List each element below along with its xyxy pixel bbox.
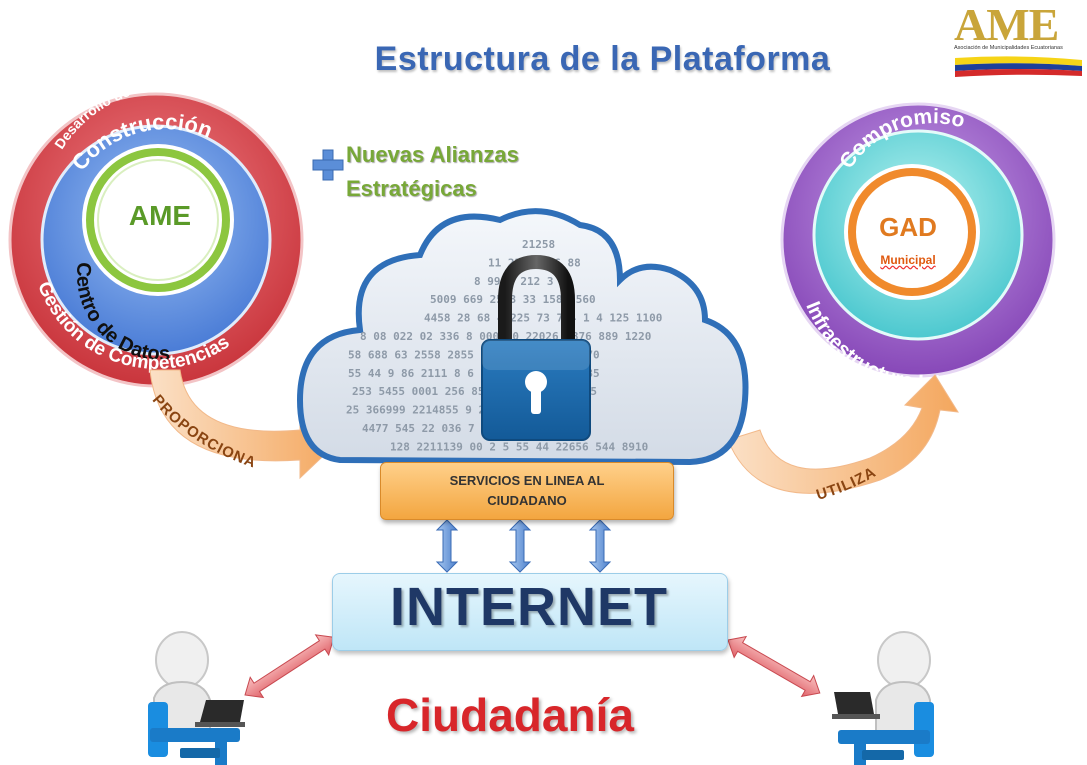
ame-logo: AME Asociación de Municipalidades Ecuato… bbox=[950, 0, 1087, 82]
flag-stripes-icon bbox=[955, 56, 1082, 77]
alianzas-line-2: Estratégicas bbox=[346, 176, 477, 201]
double-arrow-icon-3 bbox=[588, 519, 612, 573]
alianzas-text: Nuevas Alianzas Estratégicas bbox=[346, 138, 519, 206]
cloud-shape bbox=[296, 208, 749, 466]
cloud-number-row: 21258 bbox=[522, 238, 555, 251]
user-laptop-icon-right bbox=[832, 631, 934, 765]
double-arrow-icon-2 bbox=[508, 519, 532, 573]
padlock-icon bbox=[481, 254, 591, 441]
page-title: Estructura de la Plataforma bbox=[374, 40, 831, 78]
utiliza-arrow bbox=[727, 374, 959, 494]
cloud-number-row: 4458 28 68 4 225 73 744 1 4 125 1100 bbox=[424, 312, 662, 325]
user-laptop-icon-left bbox=[148, 631, 245, 765]
ame-center-label: AME bbox=[128, 200, 192, 231]
cloud-number-row: 5009 669 2548 33 1585 560 bbox=[430, 293, 596, 306]
plus-icon bbox=[312, 149, 344, 181]
cloud-number-row: 128 2211139 00 2 5 55 44 22656 544 8910 bbox=[390, 440, 648, 453]
left-circle bbox=[8, 92, 304, 388]
double-arrow-icon-1 bbox=[435, 519, 459, 573]
double-arrow-icon-right-user bbox=[727, 635, 821, 698]
gad-subtitle: Municipal bbox=[880, 253, 936, 267]
internet-box bbox=[332, 573, 728, 651]
gad-center-label: GAD bbox=[879, 212, 937, 242]
right-circle bbox=[780, 102, 1056, 378]
ciudadania-label: Ciudadanía bbox=[386, 689, 634, 741]
alianzas-line-1: Nuevas Alianzas bbox=[346, 142, 519, 167]
proporciona-arrow bbox=[149, 369, 341, 480]
logo-text: AME bbox=[954, 0, 1059, 50]
servicios-label: SERVICIOS EN LINEA AL CIUDADANO bbox=[449, 473, 605, 508]
internet-label: INTERNET bbox=[390, 577, 668, 637]
double-arrow-icon-left-user bbox=[244, 634, 335, 699]
servicios-box: SERVICIOS EN LINEA AL CIUDADANO bbox=[380, 462, 674, 520]
logo-subtitle: Asociación de Municipalidades Ecuatorian… bbox=[954, 45, 1063, 51]
